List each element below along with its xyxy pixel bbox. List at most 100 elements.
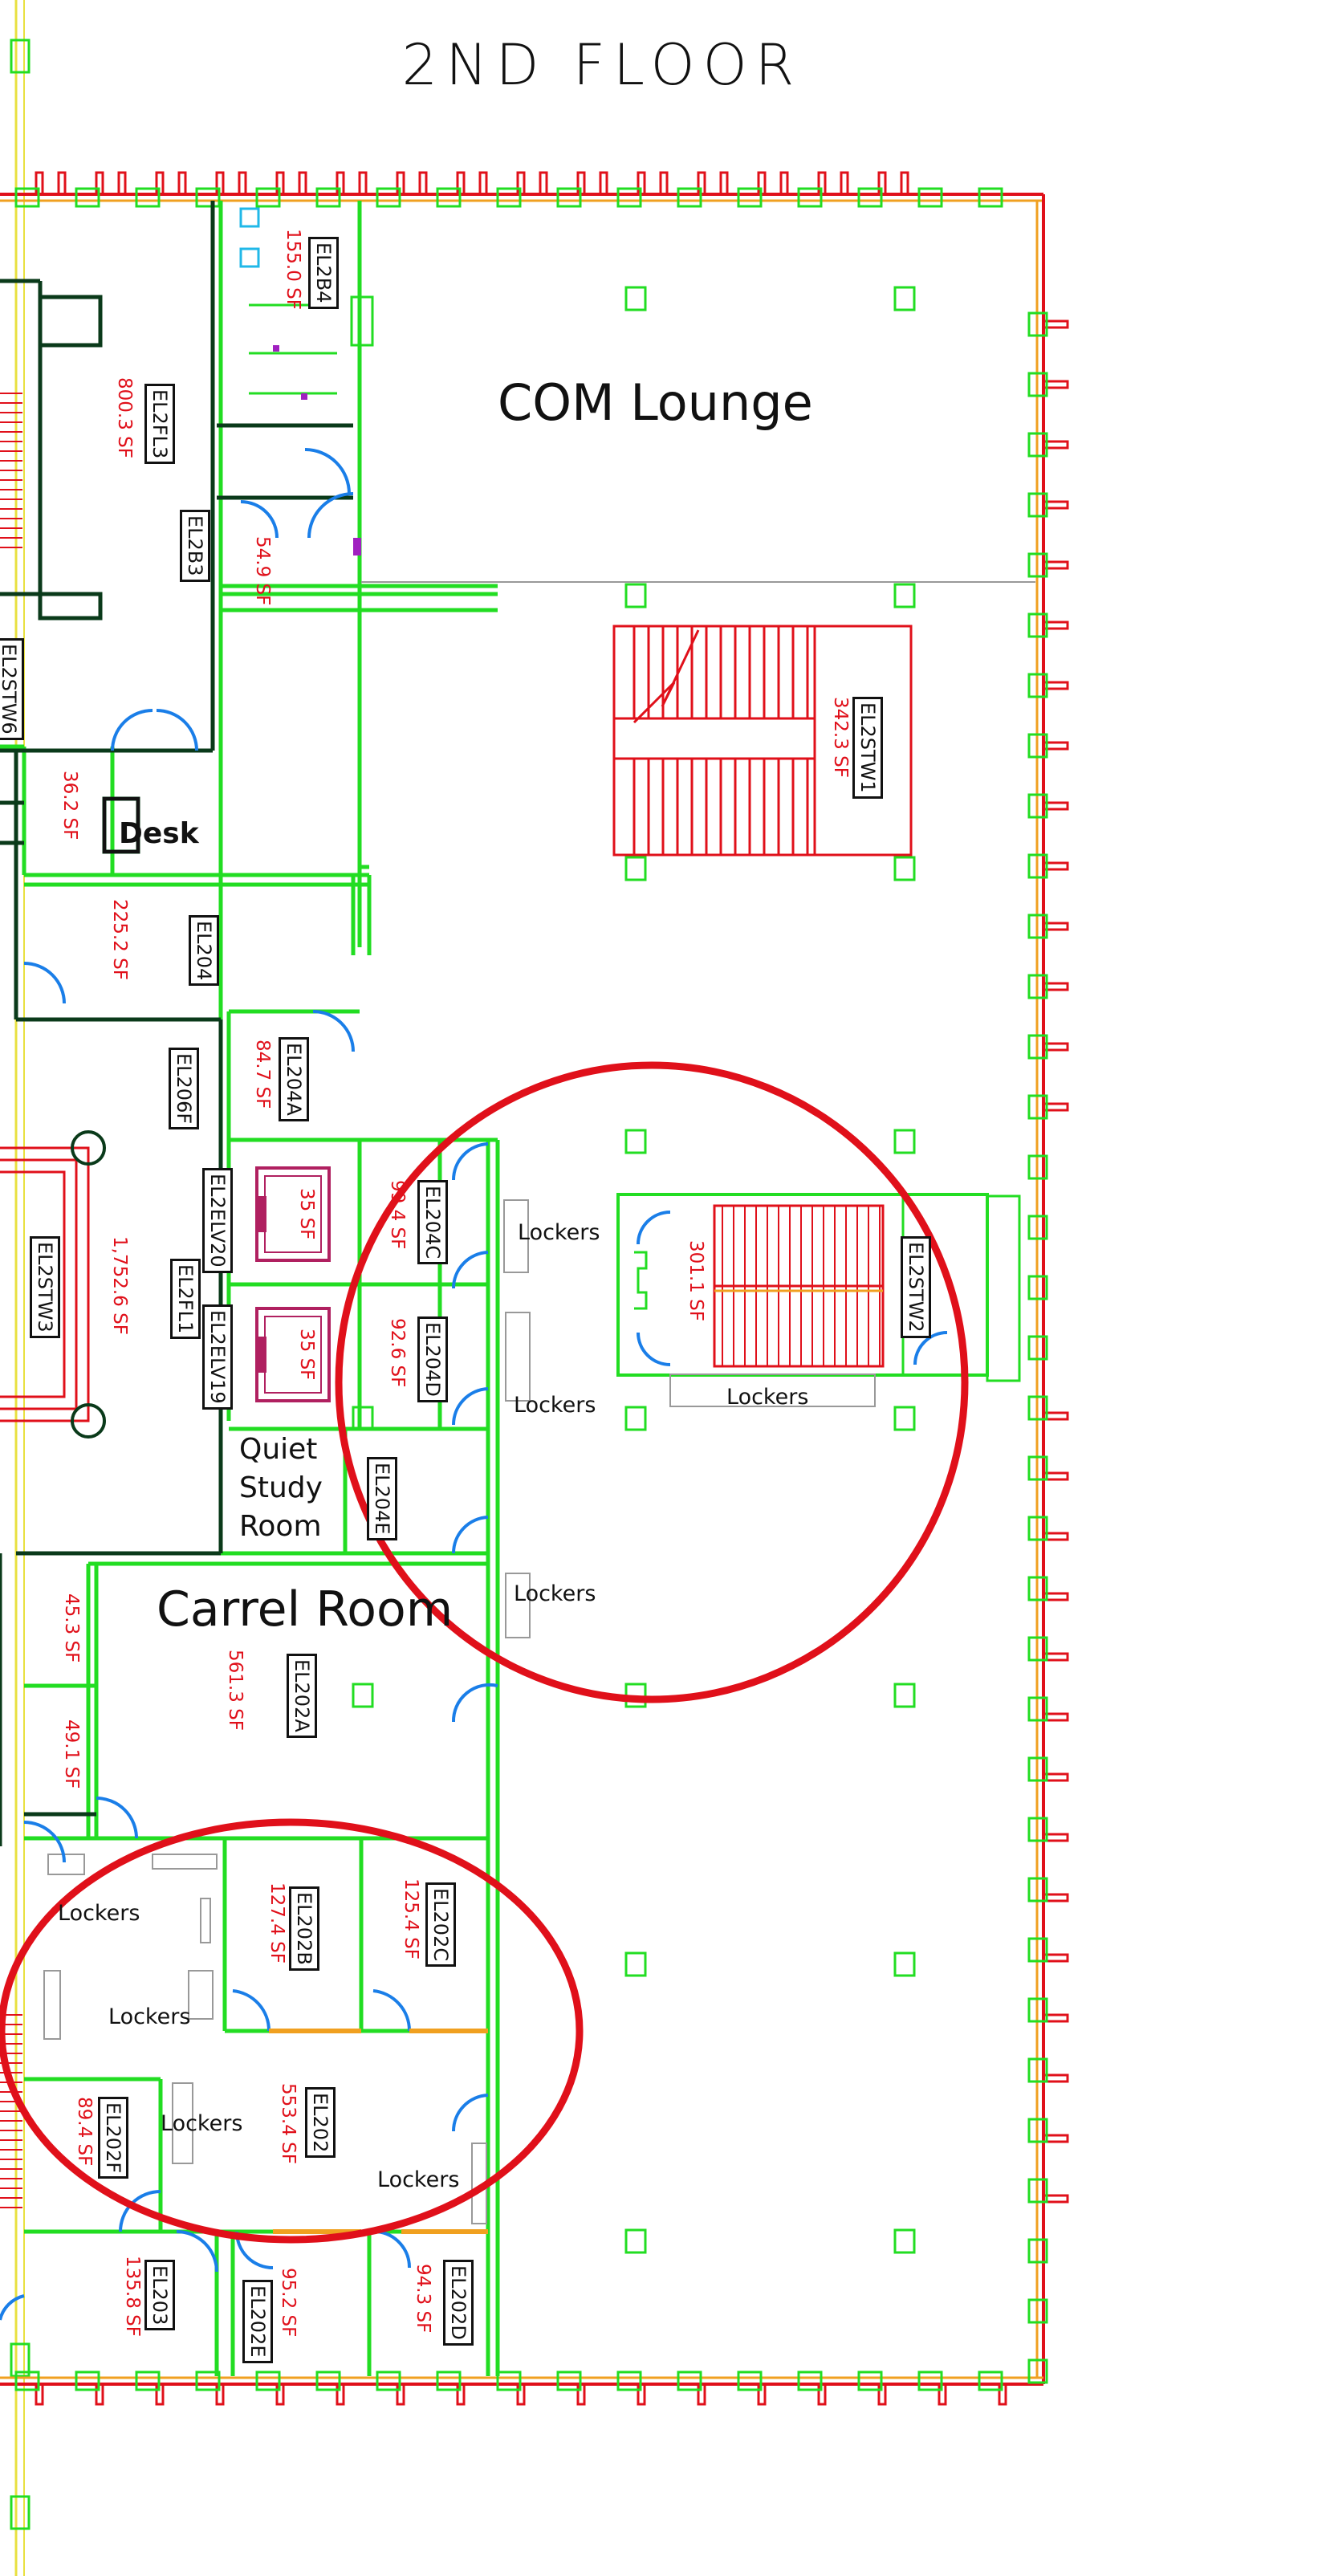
column (1027, 1576, 1048, 1601)
fin (215, 2384, 225, 2406)
quiet-line-3: Room (239, 1510, 322, 1543)
tag-el2elv20: EL2ELV20 (202, 1168, 233, 1273)
tag-el2stw6: EL2STW6 (0, 638, 24, 740)
column (893, 856, 916, 881)
column (1027, 2178, 1048, 2204)
door-swing (451, 1142, 489, 1181)
area-135: 135.8 SF (122, 2256, 143, 2337)
fin (1043, 982, 1069, 991)
fin (418, 171, 428, 194)
column (624, 1951, 647, 1977)
door-swing (111, 709, 153, 751)
tag-el2b3: EL2B3 (180, 510, 210, 582)
fin (1043, 440, 1069, 450)
column (1027, 432, 1048, 458)
column (797, 2370, 823, 2391)
column (1027, 1817, 1048, 1842)
fin (95, 171, 104, 194)
door-swing (304, 448, 351, 494)
column (624, 1129, 647, 1154)
door-swing (312, 1010, 355, 1052)
tag-el2elv19: EL2ELV19 (202, 1304, 233, 1410)
area-89: 89.4 SF (74, 2097, 95, 2167)
lockers-label: Lockers (514, 1393, 596, 1418)
area-301: 301.1 SF (685, 1240, 706, 1321)
fin (298, 171, 307, 194)
column (893, 2228, 916, 2254)
fin (1043, 621, 1069, 630)
area-553: 553.4 SF (278, 2083, 299, 2164)
fin (1043, 1953, 1069, 1963)
door-swing (232, 1989, 271, 2032)
column (1027, 793, 1048, 819)
tag-el204e: EL204E (367, 1457, 397, 1540)
column (797, 187, 823, 208)
fin (779, 171, 789, 194)
column (857, 2370, 883, 2391)
fin (817, 2384, 827, 2406)
column (1027, 914, 1048, 939)
fin (637, 2384, 646, 2406)
column (1027, 1997, 1048, 2023)
column (893, 1951, 916, 1977)
tag-el202d: EL202D (443, 2260, 474, 2346)
area-800: 800.3 SF (114, 377, 135, 458)
fin (456, 2384, 466, 2406)
fin (697, 2384, 706, 2406)
column (1027, 612, 1048, 638)
column (195, 187, 221, 208)
lockers-label: Lockers (377, 2167, 460, 2192)
fin (757, 171, 767, 194)
door-swing (913, 1331, 948, 1365)
area-127: 127.4 SF (266, 1882, 287, 1964)
building-outline (0, 193, 1045, 2386)
fin (1043, 1712, 1069, 1722)
fin (637, 171, 646, 194)
fin (1043, 1042, 1069, 1052)
area-49: 49.1 SF (61, 1719, 82, 1789)
fin (456, 171, 466, 194)
tag-el204: EL204 (189, 915, 219, 987)
column (893, 286, 916, 311)
fin (817, 171, 827, 194)
door-swing (156, 709, 198, 751)
doors (0, 448, 948, 2321)
fin (516, 2384, 526, 2406)
fin (57, 171, 67, 194)
fin (1043, 1471, 1069, 1481)
column (436, 2370, 462, 2391)
room-carrel: Carrel Room (157, 1581, 454, 1638)
door-swing (451, 1683, 498, 1723)
area-54: 54.9 SF (252, 536, 273, 606)
columns (14, 187, 1048, 2391)
fin (215, 171, 225, 194)
column (1027, 2238, 1048, 2264)
column (1027, 2298, 1048, 2324)
column (135, 187, 161, 208)
column (1027, 2057, 1048, 2083)
fin (1043, 2134, 1069, 2143)
fin (1043, 1652, 1069, 1662)
lockers-label: Lockers (726, 1385, 809, 1410)
column (1027, 1154, 1048, 1180)
tag-el2stw3: EL2STW3 (30, 1236, 60, 1338)
column (1027, 1937, 1048, 1963)
restroom-fixtures (239, 207, 374, 555)
fin (155, 171, 165, 194)
tag-el204d: EL204D (417, 1316, 448, 1402)
tag-el202b: EL202B (289, 1886, 319, 1971)
column (1027, 552, 1048, 578)
column (1027, 492, 1048, 518)
column (496, 187, 522, 208)
fin (1043, 2073, 1069, 2083)
facade-fins (35, 171, 1069, 2406)
room-com-lounge: COM Lounge (498, 373, 813, 432)
column (556, 2370, 582, 2391)
fin (1043, 922, 1069, 931)
column (1027, 1395, 1048, 1421)
fin (358, 171, 368, 194)
area-95: 95.2 SF (278, 2268, 299, 2338)
tag-el202e: EL202E (242, 2280, 273, 2363)
desk-icon (103, 797, 140, 853)
